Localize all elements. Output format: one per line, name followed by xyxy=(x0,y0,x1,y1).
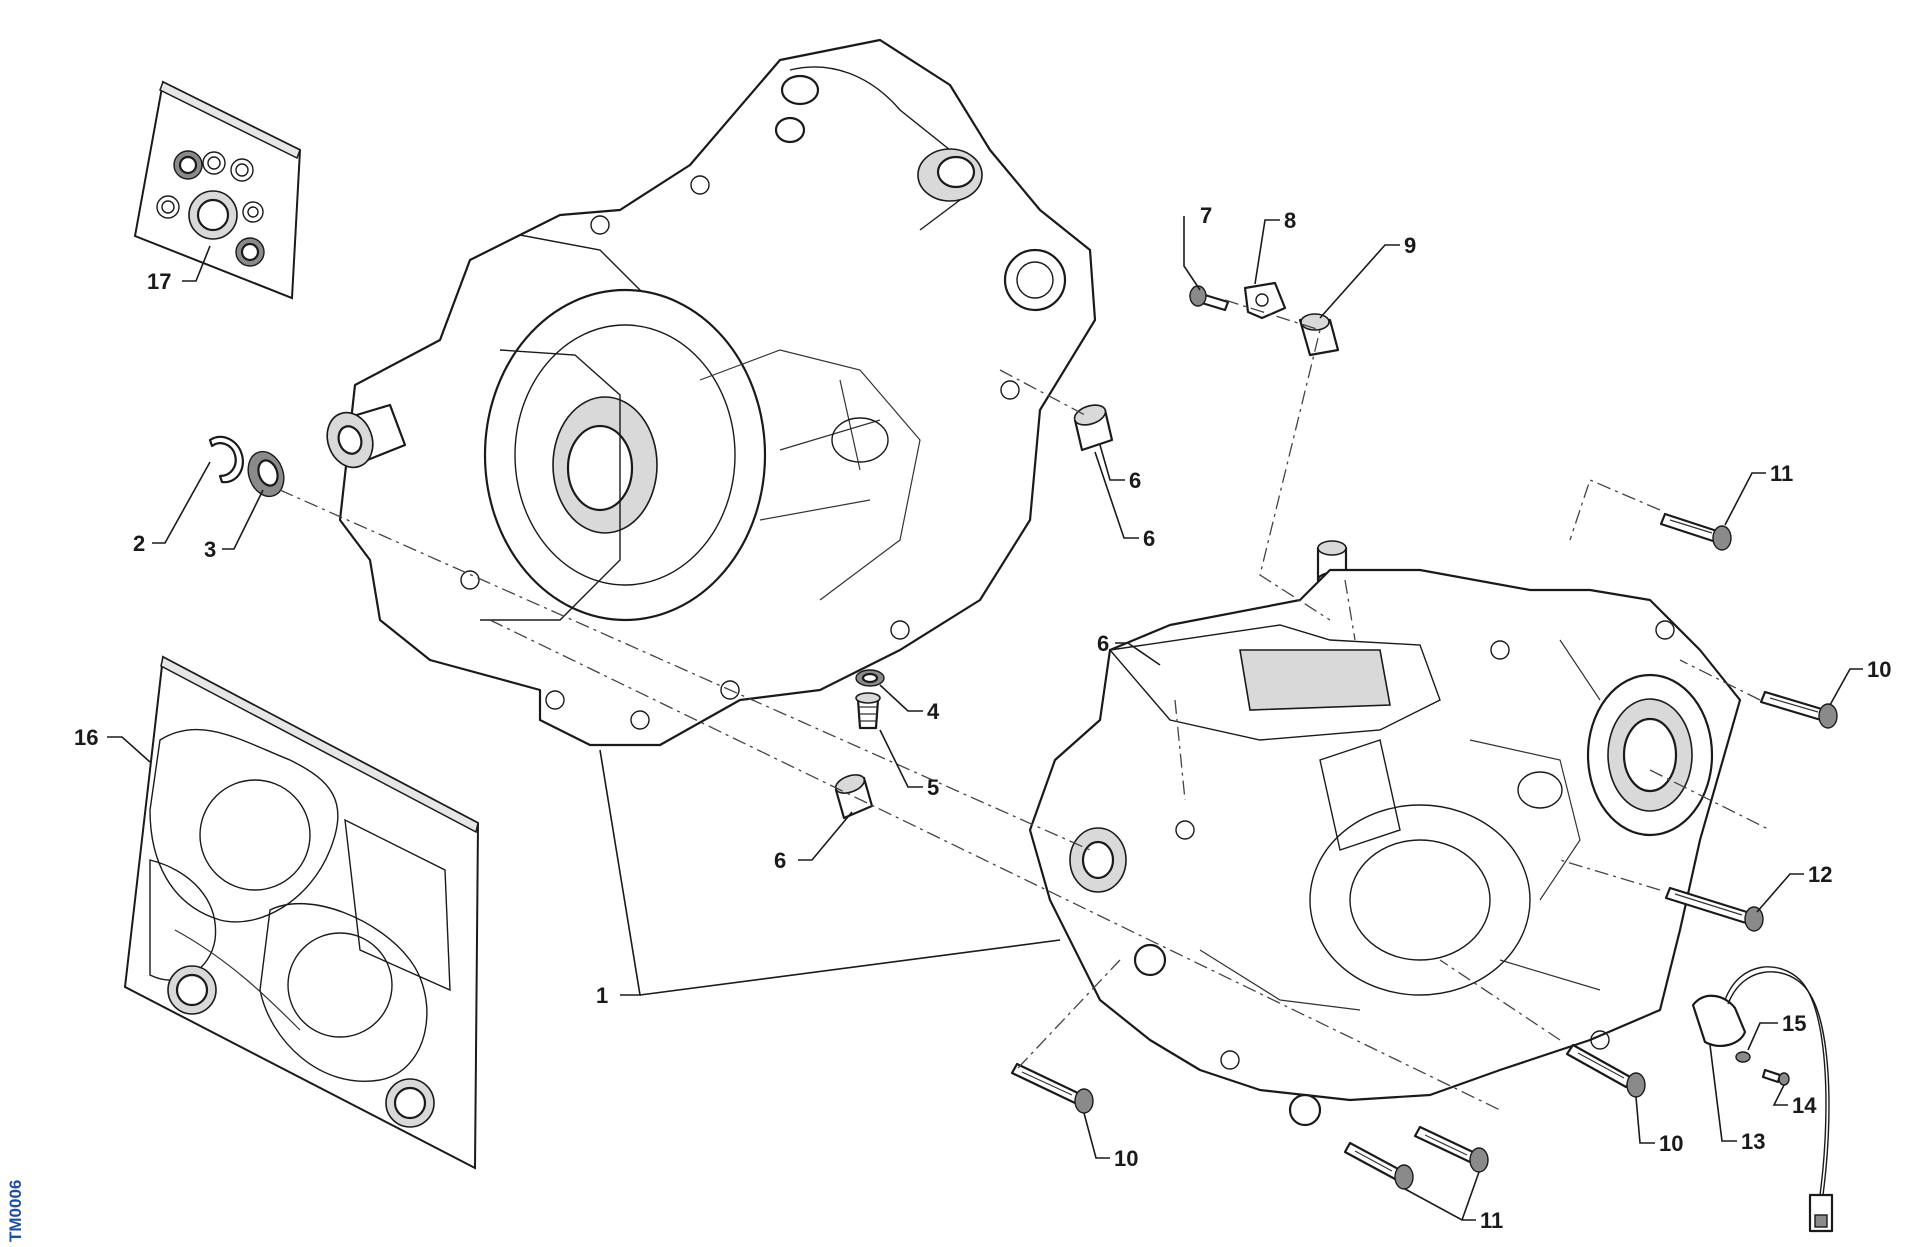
part-7-screw[interactable] xyxy=(1189,285,1230,312)
callout-10-right-top: 10 xyxy=(1867,657,1891,682)
callout-7: 7 xyxy=(1200,203,1212,228)
callout-6-left-lower: 6 xyxy=(774,848,786,873)
callout-12: 12 xyxy=(1808,862,1832,887)
part-6-dowel-b[interactable] xyxy=(833,771,874,820)
part-13-sensor[interactable] xyxy=(1691,966,1834,1233)
part-5-drain-plug[interactable] xyxy=(855,692,881,730)
part-10-bolt-right-top[interactable] xyxy=(1759,690,1838,729)
callout-6-left-upper: 6 xyxy=(1129,468,1141,493)
part-8-plate[interactable] xyxy=(1243,281,1287,320)
callout-15: 15 xyxy=(1782,1011,1806,1036)
callout-14: 14 xyxy=(1792,1093,1817,1118)
part-16-gasket-kit[interactable] xyxy=(123,655,480,1170)
callout-16: 16 xyxy=(74,725,98,750)
callout-11-top: 11 xyxy=(1770,461,1793,486)
callout-13: 13 xyxy=(1741,1129,1765,1154)
callout-5: 5 xyxy=(927,775,939,800)
callout-6-right-lower: 6 xyxy=(1097,631,1109,656)
callout-4: 4 xyxy=(927,699,940,724)
drawing-code: TM0006 xyxy=(6,1180,25,1242)
leader-lines xyxy=(107,216,1863,1221)
part-6-dowel-a[interactable] xyxy=(1072,401,1114,452)
callout-11-bottom: 11 xyxy=(1480,1208,1503,1233)
callout-1: 1 xyxy=(596,983,608,1008)
right-crankcase-half[interactable] xyxy=(1028,568,1742,1127)
callout-17: 17 xyxy=(147,269,171,294)
callout-3: 3 xyxy=(204,537,216,562)
part-3-oil-seal[interactable] xyxy=(242,447,290,502)
left-crankcase-half[interactable] xyxy=(320,38,1097,747)
callout-6-right-upper: 6 xyxy=(1143,526,1155,551)
part-4-sealing-washer[interactable] xyxy=(855,669,885,687)
part-10-bolt-bottom-left[interactable] xyxy=(1010,1062,1094,1114)
part-2-circlip[interactable] xyxy=(208,435,244,484)
assembly-axis-lines xyxy=(279,299,1771,1111)
callout-2: 2 xyxy=(133,531,145,556)
callout-10-right-bottom: 10 xyxy=(1659,1131,1683,1156)
part-9-bracket[interactable] xyxy=(1298,313,1340,357)
part-11-bolt-top[interactable] xyxy=(1659,512,1732,551)
part-11-bolt-bottom-b[interactable] xyxy=(1343,1141,1414,1190)
part-17-seal-kit[interactable] xyxy=(133,80,302,300)
callout-10-bottom-left: 10 xyxy=(1114,1146,1138,1171)
part-14-screw[interactable] xyxy=(1761,1068,1790,1086)
callout-labels: 17 2 3 16 4 5 6 6 6 6 7 8 9 11 10 12 15 … xyxy=(74,203,1891,1233)
part-10-bolt-right-bottom[interactable] xyxy=(1565,1043,1646,1098)
callout-9: 9 xyxy=(1404,233,1416,258)
callout-8: 8 xyxy=(1284,208,1296,233)
part-12-bolt[interactable] xyxy=(1664,886,1764,932)
part-15-washer[interactable] xyxy=(1735,1051,1751,1063)
part-11-bolt-bottom-a[interactable] xyxy=(1413,1125,1489,1173)
